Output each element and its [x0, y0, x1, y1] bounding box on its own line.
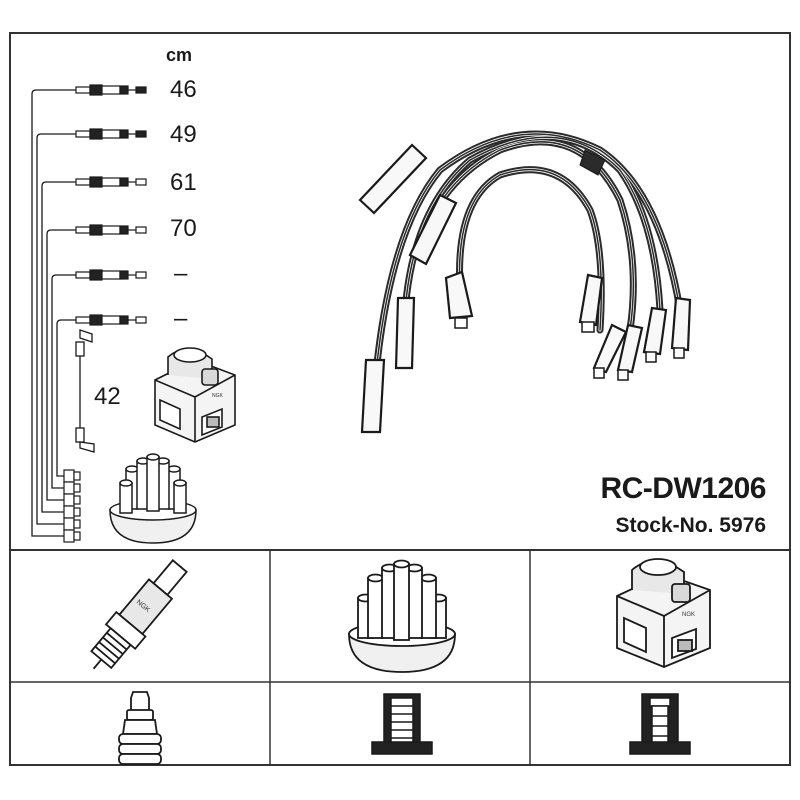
stock-number: Stock-No. 5976 [615, 514, 766, 537]
length-unit-label: cm [166, 45, 193, 65]
cap-connector-icon [371, 693, 433, 755]
cable-length-6: – [174, 305, 188, 332]
cable-set-illustration [358, 130, 692, 434]
plug-connector-icon [118, 691, 162, 765]
ignition-coil-icon-large: NGK [616, 558, 711, 668]
connector-row-2 [75, 128, 147, 140]
connector-row-4 [75, 224, 147, 236]
coil-lead [75, 329, 95, 453]
coil-lead-length: 42 [94, 383, 121, 410]
cable-length-5: – [174, 260, 188, 287]
spark-plug-icon: NGK [90, 559, 188, 670]
cable-end-connectors [75, 84, 147, 326]
ignition-coil-icon: NGK [154, 347, 236, 443]
coil-connector-icon [629, 693, 691, 755]
distributor-cap-icon-large [348, 559, 456, 673]
cable-length-4: 70 [170, 215, 197, 242]
cable-length-3: 61 [170, 169, 197, 196]
cable-length-2: 49 [170, 121, 197, 148]
connector-row-5 [75, 269, 147, 281]
connector-row-1 [75, 84, 147, 96]
cap-side-connectors [63, 469, 81, 543]
svg-text:NGK: NGK [212, 393, 224, 399]
outer-frame [9, 32, 791, 766]
wiring-schematic [31, 89, 76, 537]
part-number: RC-DW1206 [600, 472, 766, 505]
cable-length-1: 46 [170, 76, 197, 103]
distributor-cap-icon [109, 453, 197, 544]
connector-row-3 [75, 176, 147, 188]
connector-row-6 [75, 314, 147, 326]
svg-text:NGK: NGK [682, 612, 695, 618]
